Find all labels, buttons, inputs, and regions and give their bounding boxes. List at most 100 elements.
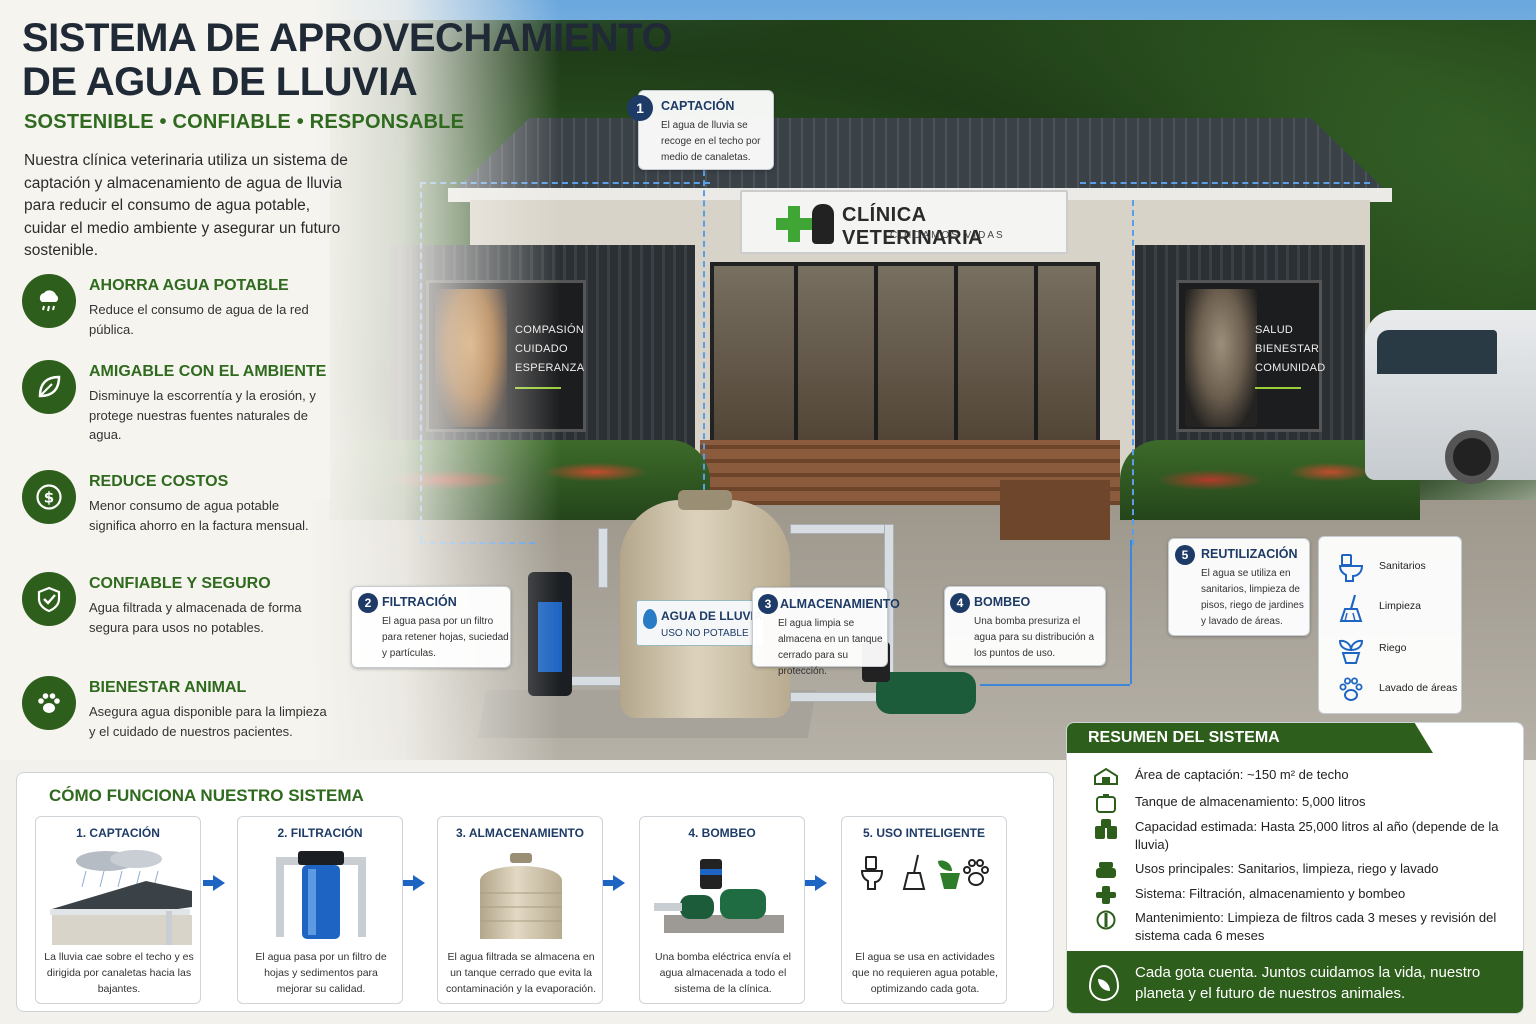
benefit-desc: Reduce el consumo de agua de la red públ… (89, 302, 309, 337)
roof-icon (1094, 767, 1118, 785)
system-summary-panel: RESUMEN DEL SISTEMA Área de captación: ~… (1066, 722, 1524, 1014)
benefit-desc: Disminuye la escorrentía y la erosión, y… (89, 388, 316, 442)
callout-text: El agua de lluvia se recoge en el techo … (661, 120, 761, 163)
callout-title: CAPTACIÓN (661, 99, 735, 113)
how-step-title: 5. USO INTELIGENTE (862, 826, 985, 840)
step-number-badge: 1 (627, 95, 653, 121)
filter-illustration (276, 851, 366, 939)
summary-text: Tanque de almacenamiento: 5,000 litros (1135, 794, 1366, 809)
dollar-icon: $ (36, 484, 62, 510)
capacity-icon (1095, 819, 1117, 839)
clinic-roof (455, 118, 1385, 190)
wooden-deck (700, 440, 1120, 505)
leaf-icon (38, 375, 61, 398)
summary-text: Capacidad estimada: Hasta 25,000 litros … (1135, 819, 1499, 852)
plant-icon (1338, 639, 1364, 664)
callout-text: El agua pasa por un filtro para retener … (382, 616, 509, 659)
gutter-flow-line (420, 182, 710, 184)
tank-label-line1: AGUA DE LLUVIA (661, 609, 763, 623)
uses-illustration (860, 854, 989, 890)
toilet-icon (1338, 554, 1364, 582)
summary-text: Mantenimiento: Limpieza de filtros cada … (1135, 910, 1497, 943)
page-title-line1: SISTEMA DE APROVECHAMIENTO (22, 16, 673, 60)
summary-text: Usos principales: Sanitarios, limpieza, … (1135, 861, 1439, 876)
uses-icon (1096, 862, 1116, 878)
benefit-title: AMIGABLE CON EL AMBIENTE (89, 363, 327, 380)
how-step-title: 2. FILTRACIÓN (277, 826, 363, 840)
water-drop-icon (643, 609, 657, 629)
pet-silhouette-icon (812, 204, 834, 244)
how-step-desc: El agua filtrada se almacena en un tanqu… (446, 951, 597, 995)
summary-footer: Cada gota cuenta. Juntos cuidamos la vid… (1067, 951, 1523, 1013)
how-it-works-title: CÓMO FUNCIONA NUESTRO SISTEMA (49, 786, 364, 805)
step-number-badge: 5 (1175, 545, 1195, 565)
benefit-title: AHORRA AGUA POTABLE (89, 277, 289, 294)
shield-check-icon (37, 586, 61, 613)
right-flow-line (1132, 200, 1134, 545)
callout-captacion: 1 CAPTACIÓN El agua de lluvia se recoge … (627, 90, 774, 170)
step-number-badge: 4 (950, 593, 970, 613)
page-title-line2: DE AGUA DE LLUVIA (22, 60, 418, 104)
callout-text: El agua se utiliza en sanitarios, limpie… (1201, 568, 1304, 627)
summary-footer-text: Cada gota cuenta. Juntos cuidamos la vid… (1135, 964, 1481, 1002)
clinic-sign-title: CLÍNICA VETERINARIA (842, 204, 984, 249)
water-pump (862, 642, 976, 714)
uses-panel: Sanitarios Limpieza Riego Lavado de área… (1318, 536, 1462, 714)
cat-photo (1185, 289, 1257, 427)
tank-illustration (480, 853, 562, 939)
benefit-title: BIENESTAR ANIMAL (89, 679, 247, 696)
use-item: Limpieza (1319, 591, 1463, 625)
deck-ramp (1000, 480, 1110, 540)
broom-icon (1339, 594, 1363, 622)
clinic-windows (710, 262, 1100, 452)
arrow-right-icon (603, 875, 625, 891)
use-label: Lavado de áreas (1379, 682, 1458, 694)
clinic-sign: CLÍNICA VETERINARIA CUIDAMOS VIDAS (740, 190, 1068, 254)
poster-word: BIENESTAR (1255, 343, 1320, 355)
roof-rain-illustration (50, 850, 192, 945)
summary-title: RESUMEN DEL SISTEMA (1088, 729, 1280, 746)
arrow-right-icon (203, 875, 225, 891)
cat-poster: SALUD BIENESTAR COMUNIDAD (1176, 280, 1325, 432)
callout-title: ALMACENAMIENTO (780, 597, 900, 611)
how-step-title: 1. CAPTACIÓN (76, 826, 160, 840)
poster-word: COMUNIDAD (1255, 362, 1326, 374)
system-icon (1096, 886, 1116, 904)
tank-outlet-pipe (790, 692, 880, 702)
use-item: Sanitarios (1319, 551, 1463, 585)
pump-illustration (654, 859, 784, 933)
callout-text: El agua limpia se almacena en un tanque … (778, 618, 883, 677)
how-step-almacenamiento: 3. ALMACENAMIENTO El agua filtrada se al… (437, 816, 603, 1004)
use-label: Sanitarios (1379, 560, 1426, 572)
poster-word: SALUD (1255, 324, 1294, 336)
gutter-flow-line (1080, 182, 1370, 184)
paw-icon (38, 693, 60, 713)
callout-almacenamiento: 3 ALMACENAMIENTO El agua limpia se almac… (752, 587, 900, 677)
how-step-title: 4. BOMBEO (688, 826, 756, 840)
callout-title: FILTRACIÓN (382, 595, 457, 609)
wrench-icon (1096, 910, 1116, 930)
benefit-title: REDUCE COSTOS (89, 473, 229, 490)
tank-icon (1096, 794, 1116, 813)
how-step-bombeo: 4. BOMBEO Una bomba eléctrica envía el a… (639, 816, 805, 1004)
use-item: Riego (1319, 633, 1463, 667)
summary-text: Sistema: Filtración, almacenamiento y bo… (1135, 886, 1406, 901)
page-tagline: SOSTENIBLE • CONFIABLE • RESPONSABLE (24, 111, 465, 133)
how-step-desc: El agua se usa en actividades que no req… (852, 951, 998, 995)
callout-filtracion: 2 FILTRACIÓN El agua pasa por un filtro … (351, 586, 511, 668)
summary-text: Área de captación: ~150 m² de techo (1135, 767, 1349, 782)
benefit-title: CONFIABLE Y SEGURO (89, 575, 271, 592)
clinic-truck (1365, 310, 1536, 484)
callout-title: BOMBEO (974, 595, 1031, 609)
clinic-sign-subtitle: CUIDAMOS VIDAS (890, 230, 1005, 241)
how-step-uso: 5. USO INTELIGENTE El agua se usa en act… (841, 816, 1007, 1004)
how-step-filtracion: 2. FILTRACIÓN El agua pasa por un filtro… (237, 816, 403, 1004)
how-step-captacion: 1. CAPTACIÓN La lluvia cae sobre el tech… (35, 816, 201, 1004)
filter-riser-pipe (598, 528, 608, 588)
benefit-desc: Agua filtrada y almacenada de forma segu… (89, 600, 302, 635)
benefit-desc: Menor consumo de agua potable significa … (89, 498, 309, 533)
distribution-riser (1130, 540, 1132, 684)
step-number-badge: 2 (358, 593, 378, 613)
how-step-title: 3. ALMACENAMIENTO (455, 826, 584, 840)
how-step-desc: La lluvia cae sobre el techo y es dirigi… (44, 951, 194, 995)
